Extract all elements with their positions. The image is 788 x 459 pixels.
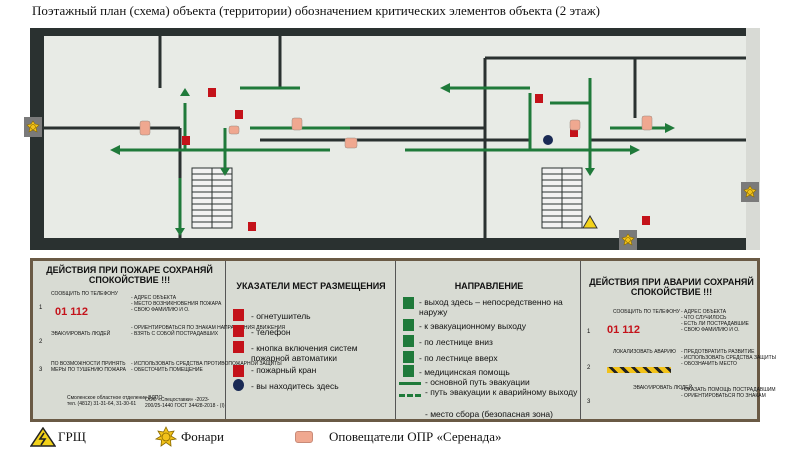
lantern-icon: [621, 233, 635, 246]
lantern-icon: [743, 185, 757, 198]
places-title: УКАЗАТЕЛИ МЕСТ РАЗМЕЩЕНИЯ: [236, 281, 386, 291]
main-route-line: [399, 382, 421, 385]
alarm-button-icon: [233, 341, 244, 353]
legend-item-grsh: ГРЩ: [30, 426, 86, 448]
accident-phones: 01 112: [607, 324, 641, 336]
floor-plan: [30, 28, 760, 250]
lantern-icon: [155, 426, 177, 447]
legend-item-lanterns: Фонари: [155, 426, 224, 448]
exit-here-icon: [403, 297, 414, 309]
to-exit-icon: [403, 319, 414, 331]
hazard-stripe: [607, 367, 671, 373]
org-right: ООО «Спецоставки» -2023- 200/25-1440 ГОС…: [145, 397, 225, 409]
lantern-marker-west: [24, 117, 42, 137]
fire-hydrant-icon: [233, 365, 244, 377]
fire-actions-title: ДЕЙСТВИЯ ПРИ ПОЖАРЕ СОХРАНЯЙ СПОКОЙСТВИЕ…: [46, 265, 213, 285]
staircase-right: [541, 167, 583, 229]
page-title: Поэтажный план (схема) объекта (территор…: [32, 3, 601, 18]
accident-title: ДЕЙСТВИЯ ПРИ АВАРИИ СОХРАНЯЙ СПОКОЙСТВИЕ…: [589, 277, 754, 297]
fire-step-3-label: ПО ВОЗМОЖНОСТИ ПРИНЯТЬ МЕРЫ ПО ТУШЕНИЮ П…: [51, 361, 126, 373]
extinguisher-icon: [233, 309, 244, 321]
fire-step-2-label: ЭВАКУИРОВАТЬ ЛЮДЕЙ: [51, 331, 111, 337]
warning-lightning-icon: [30, 427, 56, 447]
alarm-speaker-icon: [295, 431, 313, 443]
fire-step-1-label: СООБЩИТЬ ПО ТЕЛЕФОНУ: [51, 291, 118, 297]
medical-icon: [403, 365, 414, 377]
lantern-marker-east: [741, 182, 759, 202]
stairs-up-icon: [403, 351, 414, 363]
floor-plan-drawing: [40, 28, 760, 250]
direction-title: НАПРАВЛЕНИЕ: [454, 281, 524, 291]
emergency-route-line: [399, 394, 421, 397]
staircase-left: [191, 167, 233, 229]
legend-item-alarms: Оповещатели ОПР «Серенада»: [295, 426, 502, 448]
lantern-marker-south: [619, 230, 637, 250]
org-left: Смоленское областное отделение ВДПО тел.…: [67, 395, 163, 407]
stairs-down-icon: [403, 335, 414, 347]
evacuation-legend-board: ДЕЙСТВИЯ ПРИ ПОЖАРЕ СОХРАНЯЙ СПОКОЙСТВИЕ…: [30, 258, 776, 422]
lantern-icon: [26, 120, 40, 133]
phone-icon: [233, 325, 244, 337]
you-are-here-icon: [233, 379, 244, 391]
fire-phones: 01 112: [55, 306, 89, 318]
